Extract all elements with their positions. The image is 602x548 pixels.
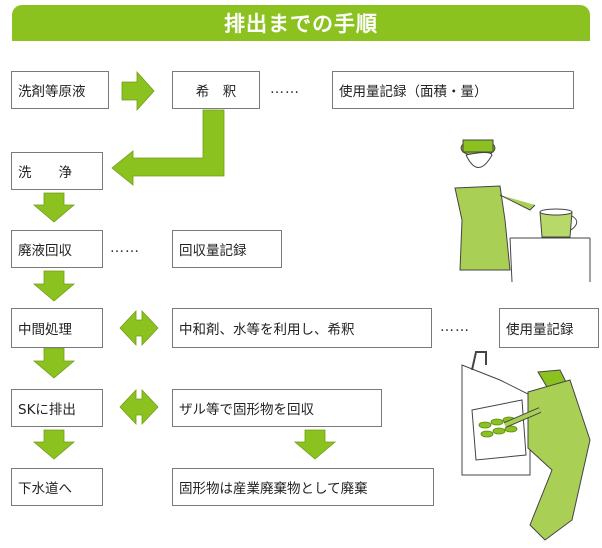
step-neutralize-detail: 中和剤、水等を利用し、希釈 (172, 308, 432, 348)
arrow-down-5 (293, 429, 337, 460)
step-waste-collect: 廃液回収 (11, 230, 103, 268)
title-bar: 排出までの手順 (12, 5, 590, 41)
step-dilute: 希 釈 (172, 71, 260, 109)
arrow-down-3 (32, 347, 76, 379)
step-wash: 洗 浄 (11, 152, 103, 190)
arrow-down-4 (32, 429, 76, 460)
step-dilute-label: 希 釈 (195, 84, 237, 100)
step-collect-record: 回収量記録 (172, 230, 282, 268)
step-usage-record-2: 使用量記録 (499, 308, 599, 348)
step-discharge: SKに排出 (11, 389, 103, 427)
step-industrial-waste: 固形物は産業廃棄物として廃棄 (172, 468, 434, 506)
worker-illustration-2 (461, 351, 591, 541)
step-discharge-label: SKに排出 (18, 402, 76, 418)
step-to-sewer-label: 下水道へ (18, 481, 72, 497)
arrow-down-2 (32, 270, 76, 302)
step-neutralize-detail-label: 中和剤、水等を利用し、希釈 (179, 322, 355, 338)
arrow-right-1 (121, 70, 155, 112)
step-usage-record-2-label: 使用量記録 (506, 322, 574, 338)
step-strainer-label: ザル等で固形物を回収 (179, 402, 314, 418)
step-wash-solution: 洗剤等原液 (11, 71, 109, 109)
page-title: 排出までの手順 (224, 12, 378, 36)
step-collect-record-label: 回収量記録 (179, 243, 247, 259)
arrow-double-2 (119, 388, 159, 426)
arrow-elbow (111, 109, 225, 186)
dots-3: …… (440, 319, 470, 335)
arrow-double-1 (119, 309, 159, 347)
step-to-sewer: 下水道へ (11, 468, 103, 506)
step-waste-collect-label: 廃液回収 (18, 243, 72, 259)
step-strainer: ザル等で固形物を回収 (172, 389, 382, 427)
dots-1: …… (270, 81, 300, 97)
step-industrial-waste-label: 固形物は産業廃棄物として廃棄 (179, 481, 368, 497)
step-wash-solution-label: 洗剤等原液 (18, 84, 86, 100)
step-neutralize: 中間処理 (11, 308, 103, 348)
arrow-down-1 (32, 192, 76, 223)
dots-2: …… (110, 240, 140, 256)
step-usage-record-1-label: 使用量記録（面積・量） (339, 84, 488, 100)
worker-illustration-1 (454, 139, 591, 283)
step-usage-record-1: 使用量記録（面積・量） (332, 71, 574, 109)
step-neutralize-label: 中間処理 (18, 322, 72, 338)
step-wash-label: 洗 浄 (18, 165, 72, 181)
